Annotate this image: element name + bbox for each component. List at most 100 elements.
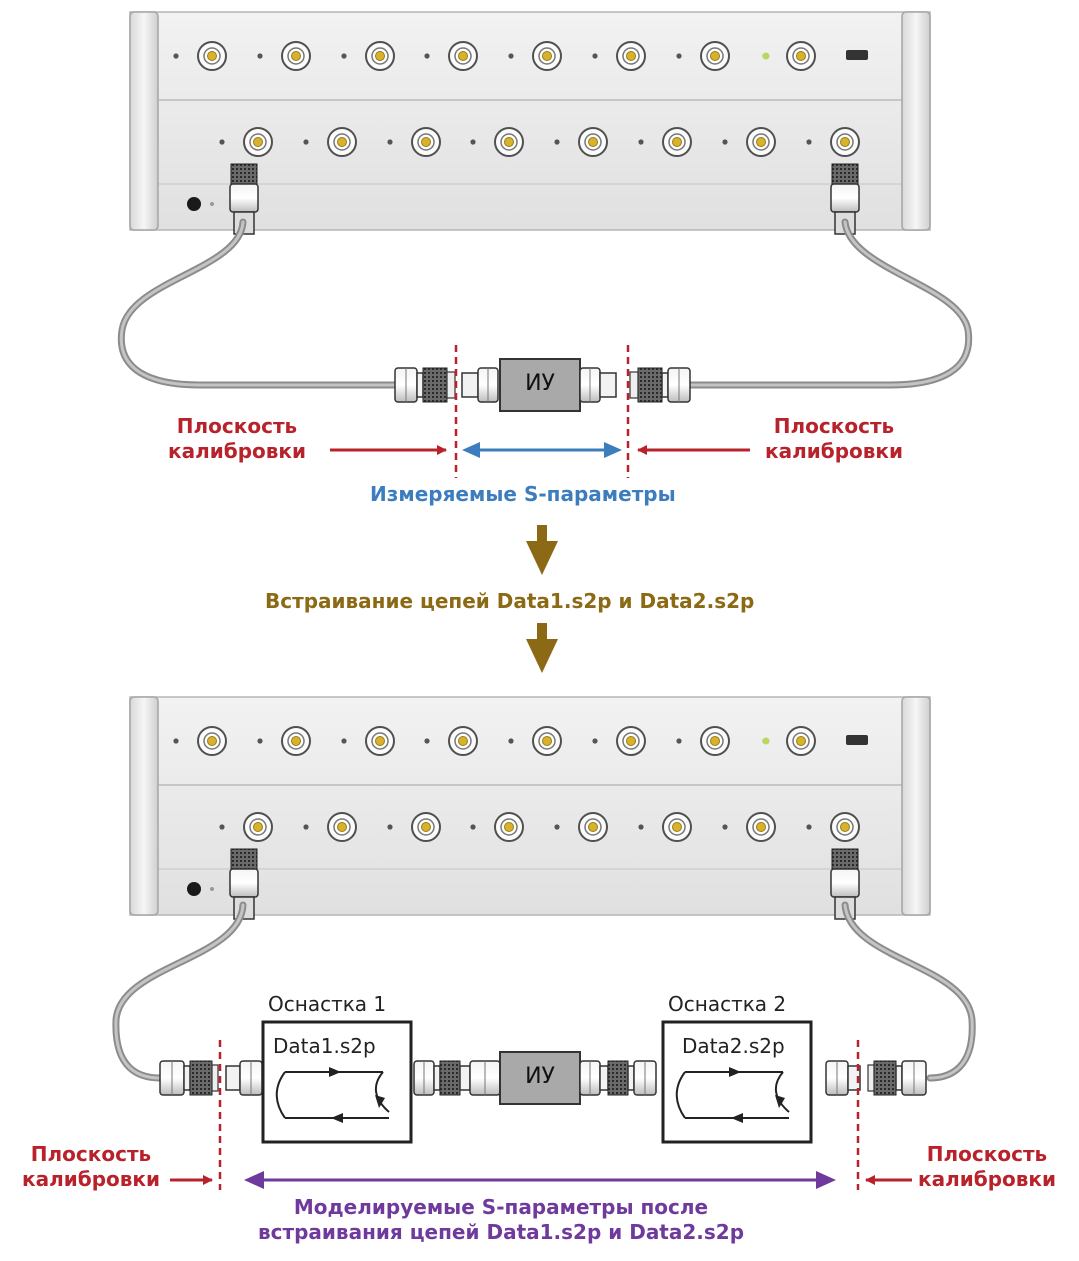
- cal-plane-label-top-left: Плоскость калибровки: [168, 414, 306, 464]
- power-button: [187, 882, 201, 896]
- modeled-s-params-label: Моделируемые S-параметры после встраиван…: [258, 1195, 744, 1245]
- cal-plane-line1: Плоскость: [926, 1142, 1048, 1166]
- adapter-body: [229, 868, 259, 898]
- dut-box: [499, 358, 581, 412]
- port-dot: [341, 738, 347, 744]
- status-led: [762, 737, 770, 745]
- down-arrow-2-shaft: [537, 623, 547, 639]
- vna-instrument-top: [129, 11, 931, 235]
- down-arrow-2-head: [526, 639, 558, 673]
- port-dot: [424, 738, 430, 744]
- fixture1-title: Оснастка 1: [268, 992, 387, 1016]
- side-handle-right: [901, 11, 931, 231]
- port-dot: [387, 824, 393, 830]
- adapter-knurl: [831, 163, 859, 185]
- cal-plane-label-bottom-right: Плоскость калибровки: [918, 1142, 1056, 1192]
- down-arrow-1-shaft: [537, 525, 547, 541]
- adapter-body: [229, 183, 259, 213]
- flow-arrow: [775, 1095, 785, 1108]
- down-arrow-1-head: [526, 541, 558, 575]
- port-dot: [554, 824, 560, 830]
- port-dot: [470, 139, 476, 145]
- port-dot: [676, 738, 682, 744]
- cal-plane-line1: Плоскость: [30, 1142, 152, 1166]
- port-dot: [424, 53, 430, 59]
- adapter-knurl: [230, 848, 258, 870]
- modeled-line1: Моделируемые S-параметры после: [293, 1195, 709, 1219]
- port-dot: [638, 139, 644, 145]
- port-dot: [303, 824, 309, 830]
- modeled-arrow-head-right: [816, 1171, 836, 1189]
- side-handle-left: [129, 11, 159, 231]
- flow-arrow: [731, 1113, 743, 1123]
- port-dot: [219, 139, 225, 145]
- status-led: [762, 52, 770, 60]
- connector-sleeve: [433, 1065, 441, 1091]
- port-dot: [806, 824, 812, 830]
- connector-knurl: [607, 1060, 629, 1096]
- adapter-body: [830, 183, 860, 213]
- side-handle-left: [129, 696, 159, 916]
- port-dot: [219, 824, 225, 830]
- power-led: [210, 887, 214, 891]
- modeled-arrow-head-left: [244, 1171, 264, 1189]
- port-dot: [341, 53, 347, 59]
- port-dot: [592, 738, 598, 744]
- connector-sleeve: [661, 372, 669, 398]
- connector-sleeve: [416, 372, 424, 398]
- power-led: [210, 202, 214, 206]
- fixture2-file: Data2.s2p: [682, 1034, 785, 1058]
- port-dot: [806, 139, 812, 145]
- test-chain-bottom: [159, 1051, 927, 1105]
- power-button: [187, 197, 201, 211]
- cal-plane-line2: калибровки: [168, 439, 306, 463]
- cal-plane-line2: калибровки: [22, 1167, 160, 1191]
- embedding-label: Встраивание цепей Data1.s2p и Data2.s2p: [265, 589, 755, 613]
- flow-arrow: [329, 1067, 341, 1077]
- port-dot: [257, 53, 263, 59]
- measured-arrow-head-right: [604, 442, 622, 458]
- port-dot: [676, 53, 682, 59]
- cable-left-bottom: [112, 901, 247, 1082]
- flow-arrow: [375, 1095, 385, 1108]
- connector-sleeve: [459, 1065, 471, 1091]
- vna-instrument-bottom: [129, 696, 931, 920]
- connector-sleeve: [847, 1065, 861, 1091]
- connector-sleeve: [461, 372, 479, 398]
- cal-plane-line2: калибровки: [765, 439, 903, 463]
- port-dot: [508, 738, 514, 744]
- connector-sleeve: [225, 1065, 241, 1091]
- flow-arrow: [331, 1113, 343, 1123]
- cable-right-top: [681, 218, 973, 389]
- connector-knurl: [873, 1060, 897, 1096]
- dut-label-bottom: ИУ: [525, 1064, 555, 1089]
- cal-plane-label-top-right: Плоскость калибровки: [765, 414, 903, 464]
- usb-port: [846, 50, 868, 60]
- port-dot: [470, 824, 476, 830]
- port-dot: [638, 824, 644, 830]
- connector-knurl: [439, 1060, 461, 1096]
- connector-knurl: [422, 367, 448, 403]
- cable-left-top: [117, 218, 399, 389]
- usb-port: [846, 735, 868, 745]
- connector-sleeve: [599, 1065, 609, 1091]
- port-dot: [554, 139, 560, 145]
- cal-plane-label-bottom-left: Плоскость калибровки: [22, 1142, 160, 1192]
- port-dot: [387, 139, 393, 145]
- connector-sleeve: [599, 372, 617, 398]
- fixture1-file: Data1.s2p: [273, 1034, 376, 1058]
- connector-sleeve: [895, 1065, 903, 1091]
- connector-sleeve: [627, 1065, 635, 1091]
- port-dot: [173, 738, 179, 744]
- connector-knurl: [637, 367, 663, 403]
- adapter-body: [830, 868, 860, 898]
- port-dot: [722, 139, 728, 145]
- measured-s-params-label: Измеряемые S-параметры: [370, 482, 676, 506]
- cal-plane-line2: калибровки: [918, 1167, 1056, 1191]
- connector-sleeve: [183, 1065, 191, 1091]
- flow-arrow: [729, 1067, 741, 1077]
- port-dot: [592, 53, 598, 59]
- adapter-knurl: [230, 163, 258, 185]
